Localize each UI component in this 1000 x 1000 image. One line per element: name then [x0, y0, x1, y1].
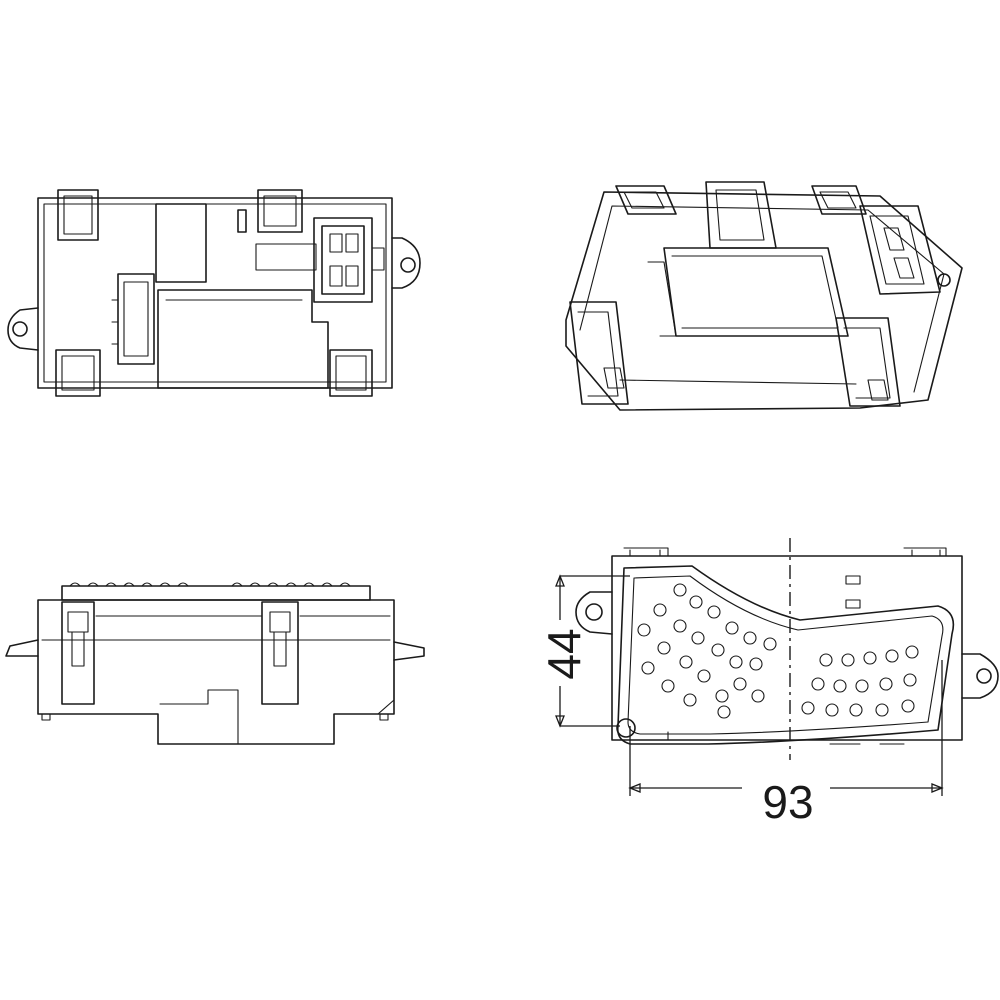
- vent-holes-right: [801, 645, 919, 717]
- bottom-view: [555, 538, 999, 796]
- width-dimension: [628, 660, 944, 796]
- side-view: [5, 582, 425, 745]
- isometric-view: [565, 181, 963, 411]
- vent-holes-left: [637, 583, 777, 719]
- width-dimension-label: 93: [762, 776, 813, 828]
- height-dimension: [555, 574, 630, 728]
- top-view: [7, 189, 421, 397]
- height-dimension-label: 44: [538, 628, 590, 679]
